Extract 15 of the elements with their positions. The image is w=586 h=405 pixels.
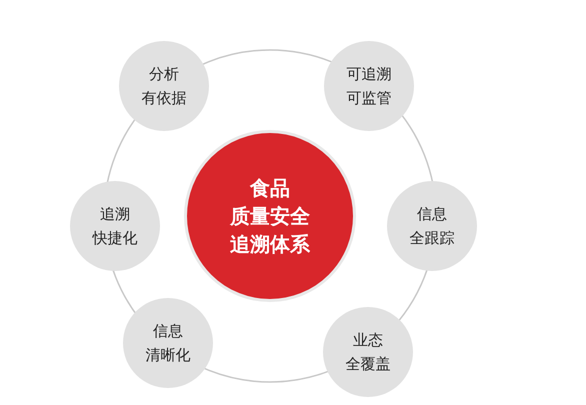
circle-label: 追溯 [100, 204, 130, 225]
circle-label: 全跟踪 [410, 228, 454, 249]
circle-label: 食品 [250, 175, 290, 202]
circle-label: 业态 [353, 330, 383, 351]
circle-label: 全覆盖 [346, 354, 390, 375]
circle-label: 可追溯 [346, 64, 392, 85]
circle-label: 有依据 [142, 88, 186, 109]
circle-label: 信息 [417, 204, 447, 225]
circle-label: 可监管 [346, 88, 392, 109]
circle-label: 清晰化 [146, 345, 190, 366]
circle-label: 追溯体系 [230, 231, 310, 258]
circle-label: 分析 [149, 64, 179, 85]
circle-label: 信息 [153, 321, 183, 342]
circle-label: 质量安全 [230, 203, 310, 230]
circle-label: 快捷化 [92, 228, 138, 249]
